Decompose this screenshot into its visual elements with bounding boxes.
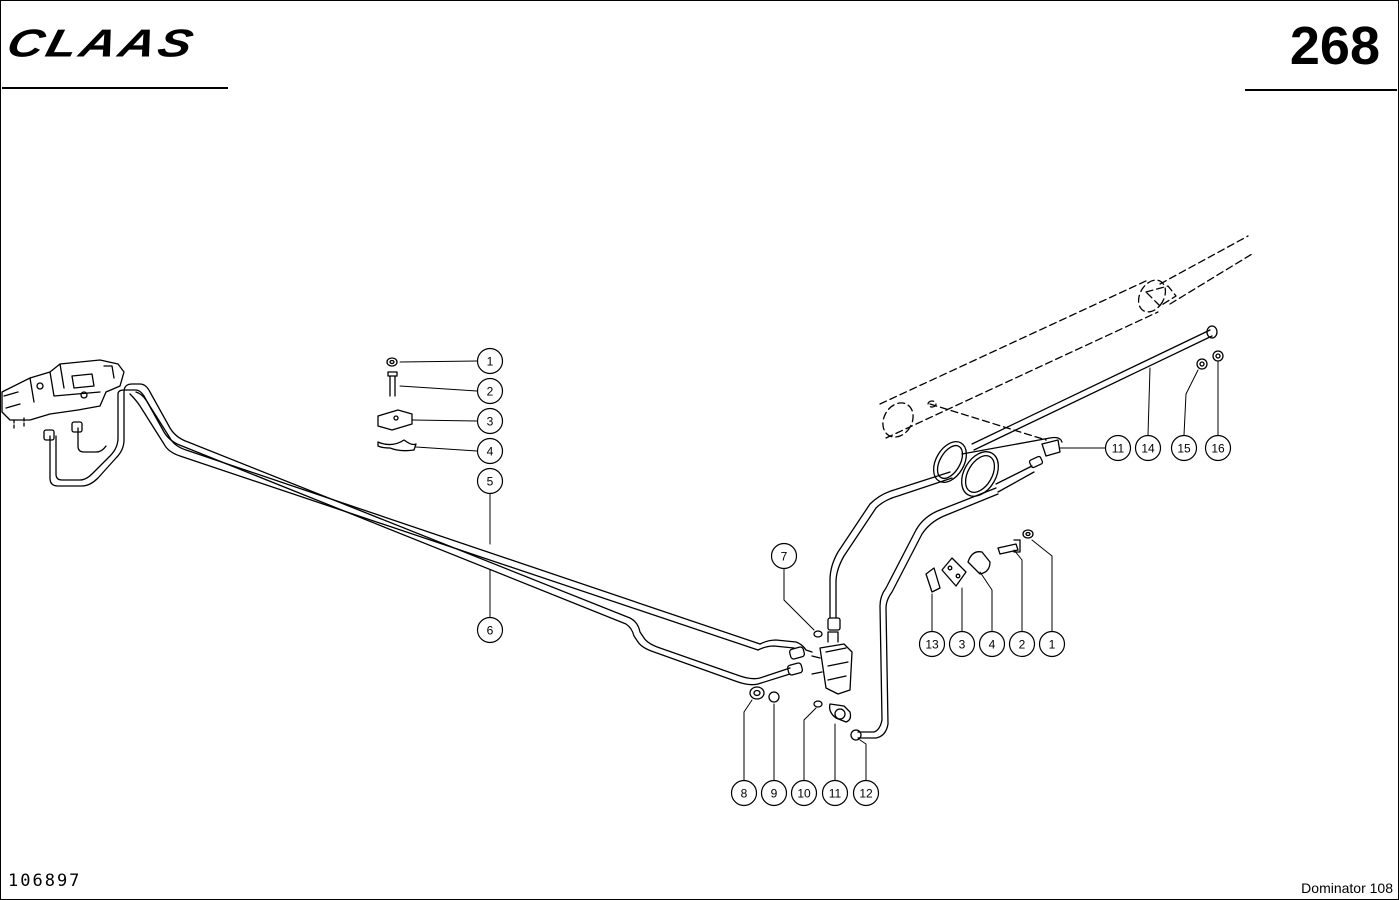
callout-circle-clamp-13 [918, 630, 946, 658]
model-caption: Dominator 108 [1301, 880, 1393, 896]
hydraulic-cylinder-outline [879, 235, 1253, 441]
callout-circle-bottom-9 [760, 779, 788, 807]
callout-label-left-6: 6 [487, 624, 494, 638]
callout-label-bottom-12: 12 [859, 787, 873, 801]
callout-circle-bottom-10 [790, 779, 818, 807]
callout-circle-bottom-11 [821, 779, 849, 807]
callout-label-left-1: 1 [487, 355, 494, 369]
callout-leader-left-4 [415, 446, 478, 452]
callout-circle-mid-7 [770, 542, 798, 570]
callout-leader-left-3 [411, 419, 478, 422]
long-pipe-assembly [43, 383, 813, 686]
callout-label-top-14: 14 [1141, 442, 1155, 456]
callout-label-clamp-3: 3 [959, 638, 966, 652]
callout-leader-left-1 [399, 360, 478, 363]
callout-label-left-5: 5 [487, 475, 494, 489]
page-number: 268 [1289, 16, 1380, 76]
drawing-number: 106897 [8, 871, 82, 891]
callout-circle-top-16 [1204, 434, 1232, 462]
callout-label-bottom-8: 8 [741, 787, 748, 801]
callout-label-bottom-11: 11 [829, 787, 842, 801]
callout-circle-bottom-12 [852, 779, 880, 807]
callout-leader-top-14 [1147, 367, 1151, 436]
callout-label-left-2: 2 [487, 385, 494, 399]
callout-label-left-3: 3 [487, 415, 494, 429]
cylinder-feed-pipes [827, 325, 1218, 741]
callout-label-left-4: 4 [487, 445, 494, 459]
left-clamp-parts [377, 357, 417, 452]
callout-label-top-11: 11 [1112, 442, 1125, 456]
callout-circle-left-4 [476, 437, 504, 465]
brand-underline [2, 87, 228, 89]
callout-leader-mid-7 [783, 568, 815, 631]
callout-circle-clamp-3 [948, 630, 976, 658]
callout-leader-clamp-2 [1013, 549, 1023, 632]
tee-connector-block [749, 630, 853, 723]
callout-label-bottom-10: 10 [797, 787, 811, 801]
callout-label-clamp-1: 1 [1049, 638, 1056, 652]
callout-circle-bottom-8 [730, 779, 758, 807]
callout-label-clamp-13: 13 [925, 638, 939, 652]
callout-leader-bottom-12 [859, 739, 867, 781]
callout-circle-clamp-4 [978, 630, 1006, 658]
control-valve-block [1, 359, 125, 429]
callout-circle-left-3 [476, 407, 504, 435]
callout-label-bottom-9: 9 [771, 787, 778, 801]
callout-circle-clamp-2 [1008, 630, 1036, 658]
callout-circle-top-11 [1104, 434, 1132, 462]
callout-label-clamp-4: 4 [989, 638, 996, 652]
callout-label-mid-7: 7 [781, 550, 788, 564]
page-number-underline [1245, 89, 1397, 91]
callout-circle-top-15 [1170, 434, 1198, 462]
callout-circle-left-2 [476, 377, 504, 405]
callout-leader-top-15 [1183, 369, 1199, 436]
right-clamp-parts [925, 350, 1224, 593]
callout-circle-top-14 [1134, 434, 1162, 462]
callout-label-top-16: 16 [1211, 442, 1225, 456]
callout-circle-clamp-1 [1038, 630, 1066, 658]
callout-leader-clamp-4 [979, 571, 993, 632]
callout-leader-clamp-1 [1031, 539, 1053, 632]
callout-label-clamp-2: 2 [1019, 638, 1026, 652]
callout-leader-bottom-10 [803, 707, 817, 781]
callout-circle-left-1 [476, 347, 504, 375]
callout-label-top-15: 15 [1177, 442, 1191, 456]
callout-circle-left-5 [476, 467, 504, 495]
callout-leader-bottom-8 [743, 699, 753, 781]
callout-leader-left-2 [399, 385, 478, 392]
callout-circle-left-6 [476, 616, 504, 644]
